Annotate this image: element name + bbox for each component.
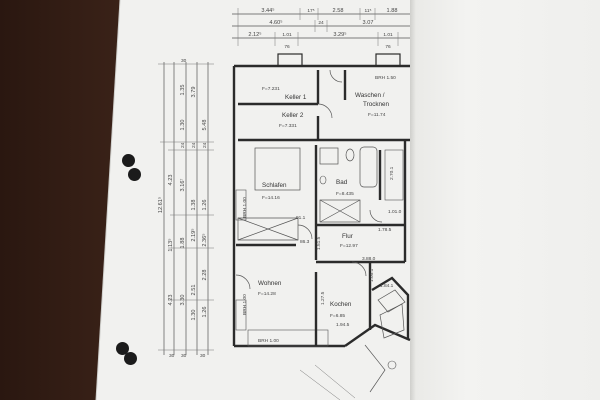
brh-top: BRH 1.50 (375, 75, 396, 81)
dim-top-r3-1: 1.01 (282, 32, 292, 38)
punch-hole-lower-1 (116, 342, 129, 355)
dim-left-mid-0: 1.35 (180, 85, 186, 96)
top-dimensions: 3.44⁵ 17⁵ 2.58 11⁵ 1.88 4.60⁵ 24 3.07 2.… (232, 7, 410, 50)
dim-left-overall: 12.61⁵ (157, 197, 164, 213)
dim-left-small-1: 24 (180, 142, 186, 148)
dim-top-r4-1: 76 (385, 44, 391, 50)
dim-left-small-0: 30 (181, 58, 187, 64)
blank-paper-sheet (410, 0, 600, 400)
sink-outline (319, 147, 339, 165)
schlafen-area: F=14.16 (262, 195, 280, 201)
dim-top-r3-0: 2.12⁵ (248, 31, 261, 38)
punch-hole-upper-2 (128, 168, 141, 181)
dim-top-r1-0: 3.44⁵ (261, 7, 274, 14)
dim-left-extra-2: 1.88 (180, 238, 186, 249)
dim-top-r3-2: 3.29⁵ (333, 31, 346, 38)
dim-left-extra-3: 2.36⁵ (201, 233, 208, 246)
left-dimensions: 12.61⁵ 5.48 1.26 2.28 1.26 1.35 1.30 1.3… (157, 58, 214, 359)
waschen-area: F=11.74 (368, 112, 386, 118)
dim-top-r2-1: 24 (318, 20, 324, 26)
keller1-name: Keller 1 (285, 94, 307, 101)
schlafen-name: Schlafen (262, 182, 287, 189)
dim-left-outer-3: 1.26 (202, 307, 208, 318)
inner-dim-5: 3.88.0 (362, 256, 376, 262)
plan-sheet (96, 0, 410, 400)
waschen-name-1: Waschen / (355, 92, 385, 99)
wohnen-name: Wohnen (258, 280, 282, 287)
kochen-area: F=6.85 (330, 313, 345, 319)
waschen-name-2: Trocknen (363, 101, 390, 108)
bad-area: F=8.435 (336, 191, 354, 197)
dim-left-small-2: 24 (191, 142, 197, 148)
dim-top-r1-1: 17⁵ (307, 8, 314, 14)
wohnen-area: F=14.28 (258, 291, 276, 297)
kochen-name: Kochen (330, 301, 352, 308)
inner-dimensions: 91.1 86.3 1.51.5 1.78.5 1.01.0 3.88.0 1.… (296, 166, 402, 328)
brh-bottom: BRH 1.00 (258, 338, 279, 344)
bad-name: Bad (336, 179, 348, 186)
dim-left-outer-1: 1.26 (202, 200, 208, 211)
inner-dim-7: 2.70.1 (389, 166, 395, 180)
dim-top-r3-3: 1.01 (383, 32, 393, 38)
inner-dim-10: 1.84.1 (380, 283, 394, 289)
dim-left-mid-5: 1.30 (191, 310, 197, 321)
dim-top-r1-2: 2.58 (333, 8, 344, 14)
dim-top-r1-4: 1.88 (387, 8, 398, 14)
dim-left-mid-1: 1.30 (180, 120, 186, 131)
bed-outline (254, 147, 301, 191)
dim-left-mid-4: 2.51 (191, 285, 197, 296)
brh-annotations: BRH 1.50 BRH 1.00 BRH 1.00 BRH 1.00 (242, 75, 396, 344)
inner-dim-6: 1.05.1 (369, 268, 375, 282)
brh-wohnen: BRH 1.00 (242, 294, 248, 315)
dim-left-inner-0: 4.23 (168, 175, 174, 186)
dim-left-outer-0: 5.48 (202, 120, 208, 131)
inner-dim-8: 1.27.5 (320, 291, 326, 305)
inner-dim-0: 91.1 (296, 215, 306, 221)
dim-left-mid-2: 1.38 (191, 200, 197, 211)
dim-top-r2-2: 3.07 (363, 20, 374, 26)
dim-left-small-4: 30 (169, 353, 175, 359)
room-labels: F=7.231 Keller 1 Keller 2 F=7.331 Wasche… (258, 86, 390, 319)
stair-bay (299, 276, 410, 400)
dim-top-r1-3: 11⁵ (365, 8, 372, 14)
dim-left-outer-2: 2.28 (202, 270, 208, 281)
inner-dim-2: 1.51.5 (316, 236, 322, 250)
dim-left-mid-3: 2.19⁵ (190, 228, 197, 241)
dim-top-r4-0: 76 (284, 44, 290, 50)
inner-dim-9: 1.94.5 (336, 322, 350, 328)
dim-left-small-3: 24 (202, 142, 208, 148)
dim-left-extra-1: 3.16⁷ (179, 179, 186, 192)
punch-hole-lower-2 (124, 352, 137, 365)
fixtures (254, 146, 404, 223)
flur-area: F=12.97 (340, 243, 358, 249)
door-swings (235, 69, 383, 290)
toilet-outline (345, 148, 355, 162)
dim-top-r2-0: 4.60⁵ (269, 19, 282, 26)
dim-left-inner-1: 1.13⁵ (167, 238, 174, 251)
dim-left-small-5: 30 (181, 353, 187, 359)
interior-walls (236, 70, 410, 346)
inner-dim-4: 1.01.0 (388, 209, 402, 215)
shower-outline (319, 199, 361, 223)
inner-dim-3: 1.78.5 (378, 227, 392, 233)
inner-dim-1: 86.3 (300, 239, 310, 245)
outer-walls (232, 53, 411, 348)
flur-name: Flur (342, 233, 353, 240)
brh-schlafen: BRH 1.00 (242, 197, 248, 218)
dim-left-extra-4: 3.30 (180, 295, 186, 306)
bathtub-outline (359, 146, 378, 188)
punch-hole-upper-1 (122, 154, 135, 167)
keller2-area: F=7.331 (279, 123, 297, 129)
keller2-name: Keller 2 (282, 112, 304, 119)
keller1-area: F=7.231 (262, 86, 280, 92)
dim-left-small-6: 30 (200, 353, 206, 359)
dim-left-extra-0: 3.79 (191, 87, 197, 98)
dim-left-inner-2: 4.23 (168, 295, 174, 306)
